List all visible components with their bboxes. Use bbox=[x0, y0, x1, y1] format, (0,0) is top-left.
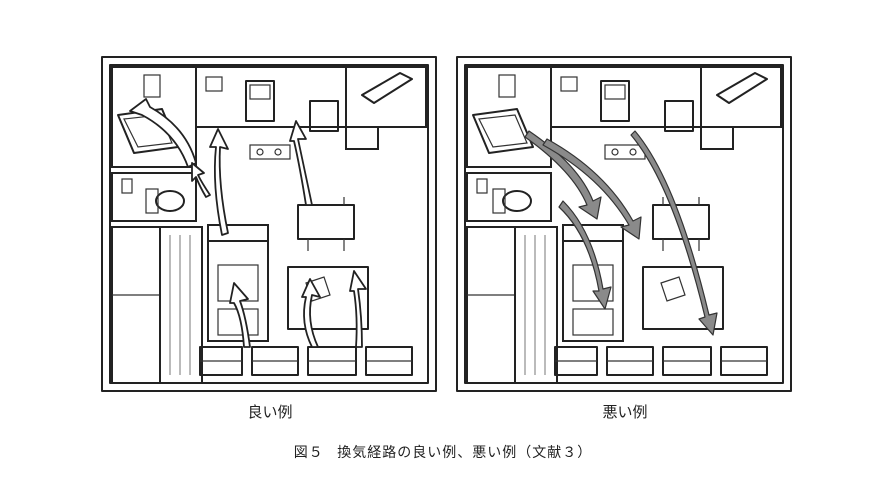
range bbox=[664, 100, 694, 132]
good-example-label: 良い例 bbox=[247, 403, 293, 421]
airflow-arrows bbox=[129, 98, 367, 348]
airflow-arrow bbox=[349, 270, 367, 348]
airflow-arrow bbox=[542, 138, 642, 240]
dining-table bbox=[297, 204, 355, 240]
airflow-arrows bbox=[524, 130, 718, 336]
airflow-arrow bbox=[229, 282, 251, 348]
kitchen-window bbox=[560, 76, 578, 92]
kitchen bbox=[195, 66, 347, 128]
inner-wall-line bbox=[464, 64, 784, 384]
airflow-arrow bbox=[524, 130, 602, 220]
closet-left bbox=[111, 226, 161, 384]
toilet bbox=[155, 190, 185, 212]
closet-left bbox=[466, 226, 516, 384]
living-rug bbox=[642, 266, 724, 330]
kitchen bbox=[550, 66, 702, 128]
living-rug bbox=[287, 266, 369, 330]
closet-center bbox=[514, 226, 558, 384]
cushion bbox=[660, 276, 686, 302]
airflow-arrow bbox=[191, 162, 211, 198]
bath-window bbox=[143, 74, 161, 98]
figure-caption: 図５ 換気経路の良い例、悪い例（文献３） bbox=[0, 442, 886, 462]
inner-wall-line bbox=[109, 64, 429, 384]
toilet-room bbox=[466, 172, 552, 222]
airflow-arrow bbox=[301, 278, 321, 348]
bad-example-floor-plan bbox=[456, 56, 792, 392]
airflow-arrow bbox=[129, 98, 197, 168]
kitchen-window bbox=[205, 76, 223, 92]
figure-number: 図５ bbox=[293, 445, 324, 461]
airflow-arrow bbox=[289, 120, 313, 206]
toilet bbox=[502, 190, 532, 212]
outer-wall bbox=[101, 56, 437, 392]
bathroom bbox=[466, 66, 552, 168]
bad-example-label: 悪い例 bbox=[602, 403, 648, 421]
bottom-windows bbox=[554, 346, 768, 376]
fridge bbox=[245, 80, 275, 122]
balcony-area bbox=[345, 66, 427, 128]
bottom-windows bbox=[199, 346, 413, 376]
good-example-floor-plan bbox=[101, 56, 437, 392]
sink bbox=[604, 144, 646, 160]
range bbox=[309, 100, 339, 132]
sink bbox=[249, 144, 291, 160]
airflow-arrow bbox=[630, 130, 718, 336]
airflow-arrow bbox=[558, 200, 612, 310]
closet-center bbox=[159, 226, 203, 384]
dining-table bbox=[652, 204, 710, 240]
bath-window bbox=[498, 74, 516, 98]
bathtub bbox=[472, 108, 534, 154]
airflow-arrow bbox=[209, 128, 229, 236]
figure-title: 換気経路の良い例、悪い例（文献３） bbox=[337, 445, 593, 461]
skylight-window bbox=[361, 72, 413, 104]
fridge bbox=[600, 80, 630, 122]
skylight-window bbox=[716, 72, 768, 104]
outer-wall bbox=[456, 56, 792, 392]
balcony-area bbox=[700, 66, 782, 128]
